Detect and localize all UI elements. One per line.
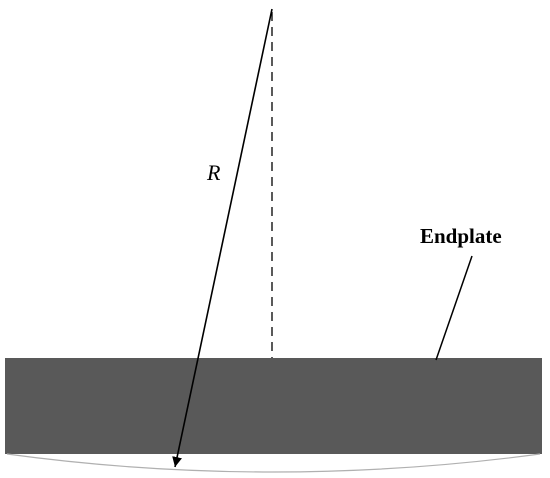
endplate-block	[5, 358, 542, 454]
endplate-leader-line	[435, 255, 473, 361]
endplate-label: Endplate	[420, 224, 502, 248]
radius-label: R	[206, 160, 221, 185]
radius-arrow	[172, 8, 273, 468]
endplate-curved-surface	[6, 453, 541, 473]
